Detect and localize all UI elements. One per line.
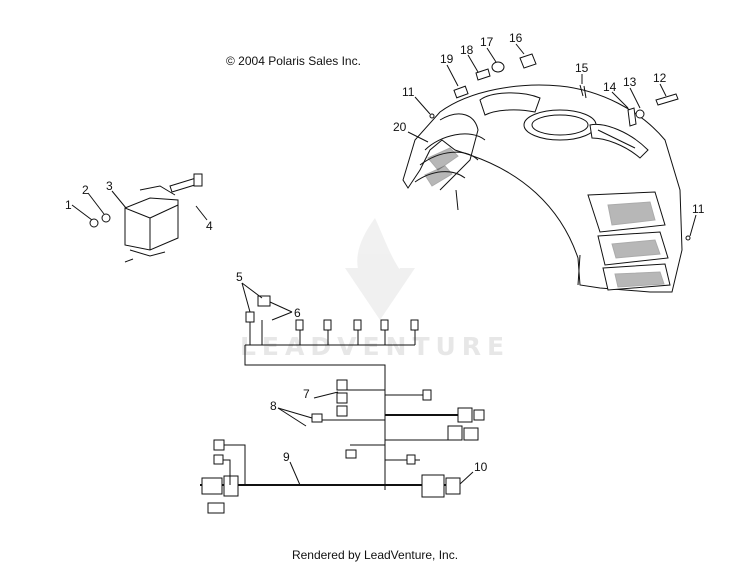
footer-credit: Rendered by LeadVenture, Inc. [291, 548, 459, 562]
callout-16: 16 [509, 31, 523, 45]
copyright-text: © 2004 Polaris Sales Inc. [226, 54, 361, 68]
callout-7: 7 [303, 387, 310, 401]
callout-15: 15 [575, 61, 589, 75]
regulator-assembly [71, 173, 208, 263]
callout-6: 6 [294, 306, 301, 320]
callout-5: 5 [236, 270, 243, 284]
callout-1: 1 [65, 198, 72, 212]
callout-10: 10 [474, 460, 488, 474]
callout-20: 20 [393, 120, 407, 134]
callout-8: 8 [270, 399, 277, 413]
callout-19: 19 [440, 52, 454, 66]
callout-18: 18 [460, 43, 474, 57]
callout-11-top: 11 [402, 85, 415, 99]
wiring-harness [200, 282, 485, 514]
callout-17: 17 [480, 35, 494, 49]
callout-3: 3 [106, 179, 113, 193]
callout-14: 14 [603, 80, 617, 94]
callout-11-right: 11 [692, 202, 705, 216]
watermark-flame-icon [345, 218, 415, 320]
callout-13: 13 [623, 75, 637, 89]
dash-pod-assembly [402, 43, 697, 293]
callout-12: 12 [653, 71, 667, 85]
callout-4: 4 [206, 219, 213, 233]
callout-9: 9 [283, 450, 290, 464]
callout-2: 2 [82, 183, 89, 197]
watermark-logo: LEADVENTURE [240, 332, 511, 361]
